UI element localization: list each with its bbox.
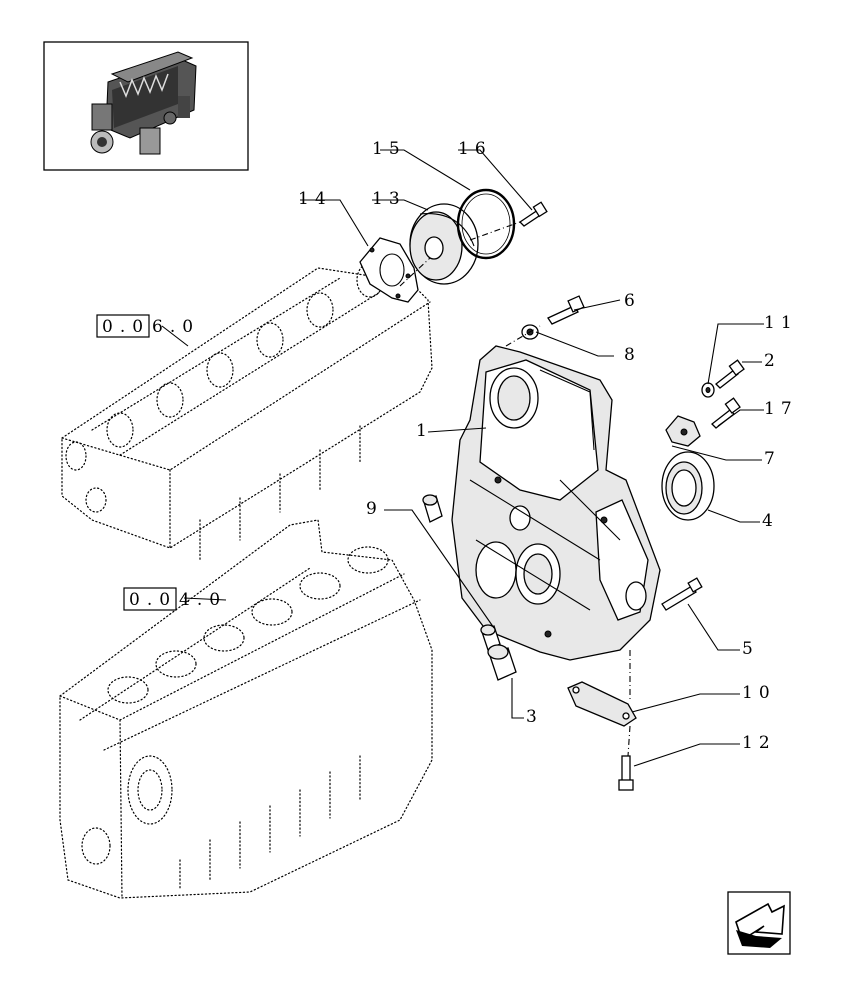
- head-port: [306, 292, 334, 328]
- part-12-bolt: [618, 755, 634, 791]
- callout-1: 1: [416, 421, 433, 441]
- callout-7: 7: [764, 449, 781, 469]
- callout-12: 12: [742, 733, 776, 753]
- part-15-seal-ring: [456, 188, 516, 260]
- part-6-bolt: [547, 295, 585, 325]
- cylinder-head-outline: [61, 262, 433, 561]
- head-port: [106, 412, 134, 448]
- part-4-oil-seal: [661, 451, 715, 521]
- part-7-flange: [665, 415, 701, 447]
- ref-engine-block[interactable]: 0.0 4.0: [123, 587, 227, 611]
- engine-thumbnail[interactable]: [43, 41, 249, 171]
- part-14-gasket: [359, 237, 419, 303]
- part-13-cover: [409, 203, 479, 285]
- ref-engine-block-boxed: 0.0: [129, 590, 177, 610]
- callout-4: 4: [762, 511, 779, 531]
- callout-16: 16: [458, 139, 492, 159]
- callout-8: 8: [624, 345, 641, 365]
- engine-block-outline: [59, 519, 433, 899]
- part-17-bolt: [711, 397, 741, 429]
- callout-10: 10: [742, 683, 776, 703]
- next-page-arrow-icon[interactable]: [727, 891, 791, 955]
- part-10-cover-plate: [567, 681, 637, 727]
- ref-cylinder-head-boxed: 0.0: [102, 317, 150, 337]
- ref-cylinder-head-rest: 6.0: [152, 317, 200, 337]
- callout-17: 17: [764, 399, 798, 419]
- cylinder-bore: [347, 546, 389, 574]
- callout-labels: 15 16 14 13 6 8 1 9 3 7 4 5 10 12 11 2 1…: [298, 139, 798, 753]
- part-1-timing-case: [451, 345, 661, 661]
- cylinder-bore: [155, 650, 197, 678]
- assembly-centerlines: [399, 221, 631, 757]
- part-2-bolt: [715, 359, 745, 389]
- head-port: [156, 382, 184, 418]
- callout-14: 14: [298, 189, 332, 209]
- part-11-washer: [701, 382, 715, 398]
- callout-9: 9: [366, 499, 383, 519]
- part-5-stud: [661, 577, 703, 611]
- part-9-bushing: [422, 494, 443, 523]
- callout-6: 6: [624, 291, 641, 311]
- cylinder-bore: [203, 624, 245, 652]
- callout-2: 2: [764, 351, 781, 371]
- callout-5: 5: [742, 639, 759, 659]
- head-port: [256, 322, 284, 358]
- cylinder-bore: [299, 572, 341, 600]
- ref-cylinder-head[interactable]: 0.0 6.0: [96, 314, 200, 338]
- callout-11: 11: [764, 313, 798, 333]
- callout-15: 15: [372, 139, 406, 159]
- callout-3: 3: [526, 707, 543, 727]
- callout-13: 13: [372, 189, 406, 209]
- cylinder-bore: [107, 676, 149, 704]
- leader-lines: [161, 149, 764, 767]
- head-port: [206, 352, 234, 388]
- cylinder-bore: [251, 598, 293, 626]
- part-16-bolt: [518, 201, 548, 227]
- ref-engine-block-rest: 4.0: [179, 590, 227, 610]
- part-3-dowel: [480, 624, 517, 681]
